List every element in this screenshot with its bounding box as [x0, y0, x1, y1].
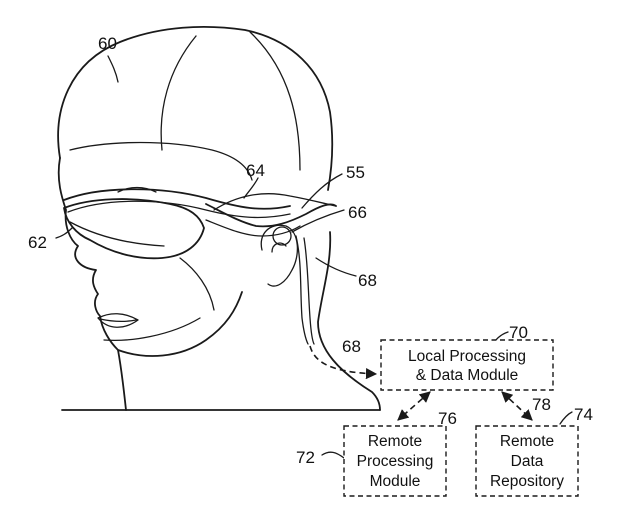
- local-module-box: [380, 339, 554, 391]
- neck-front-outline: [117, 349, 127, 411]
- ref-60: 60: [98, 34, 117, 53]
- eyebrow: [117, 186, 157, 193]
- visor-lens: [63, 198, 205, 260]
- link-76-arrow: [397, 391, 431, 421]
- head-outline: [57, 25, 334, 191]
- ref-72: 72: [296, 448, 315, 467]
- remote-processing-module: Remote Processing Module: [343, 425, 447, 497]
- hairline: [69, 141, 253, 181]
- remote-repository-line2: Data: [511, 453, 544, 470]
- remote-processing-line3: Module: [370, 473, 421, 490]
- headset-illustration: [63, 188, 337, 345]
- frame-front-band: [63, 188, 291, 210]
- cheek-line: [179, 257, 215, 311]
- link-68-arrow: [309, 345, 378, 380]
- leader-66: [291, 209, 345, 233]
- remote-processing-box: [343, 425, 447, 497]
- remote-repository-line1: Remote: [500, 433, 554, 450]
- head-seam-2: [249, 31, 301, 171]
- local-module-line2: & Data Module: [416, 367, 519, 384]
- ref-64: 64: [246, 161, 265, 180]
- leader-62: [55, 227, 73, 239]
- remote-data-repository: Remote Data Repository: [475, 425, 579, 497]
- lips: [97, 313, 139, 328]
- head-seam-1: [160, 35, 197, 151]
- ref-62: 62: [28, 233, 47, 252]
- ref-74: 74: [574, 405, 593, 424]
- temple-arm: [205, 203, 337, 228]
- leader-68-cable: [315, 257, 357, 277]
- local-processing-module: Local Processing & Data Module: [380, 339, 554, 391]
- head-strap: [213, 193, 337, 211]
- ref-68-link: 68: [342, 337, 361, 356]
- cable: [295, 235, 309, 345]
- ref-76: 76: [438, 409, 457, 428]
- leader-lines: [55, 55, 573, 459]
- link-78-arrow: [501, 391, 533, 421]
- leader-55: [301, 173, 343, 209]
- frame-inner-band: [67, 200, 291, 219]
- remote-repository-line3: Repository: [490, 473, 564, 490]
- face-profile: [57, 157, 243, 357]
- visor-lower-edge: [69, 221, 165, 247]
- ref-55: 55: [346, 163, 365, 182]
- cable-2: [303, 237, 315, 345]
- remote-repository-box: [475, 425, 579, 497]
- leader-64: [243, 177, 259, 199]
- temple-arm-lower: [205, 219, 301, 237]
- jawline: [103, 317, 201, 341]
- ref-78: 78: [532, 395, 551, 414]
- ref-66: 66: [348, 203, 367, 222]
- remote-processing-line1: Remote: [368, 433, 422, 450]
- ref-70: 70: [509, 323, 528, 342]
- speaker-earpiece: [272, 226, 292, 246]
- lip-line: [99, 318, 137, 323]
- leader-60: [107, 55, 119, 83]
- leader-74: [559, 411, 573, 425]
- ref-68-cable: 68: [358, 271, 377, 290]
- leader-72: [321, 451, 345, 459]
- neck-back-outline: [317, 231, 381, 411]
- local-module-line1: Local Processing: [408, 348, 526, 365]
- remote-processing-line2: Processing: [357, 453, 434, 470]
- head-illustration: [57, 25, 381, 411]
